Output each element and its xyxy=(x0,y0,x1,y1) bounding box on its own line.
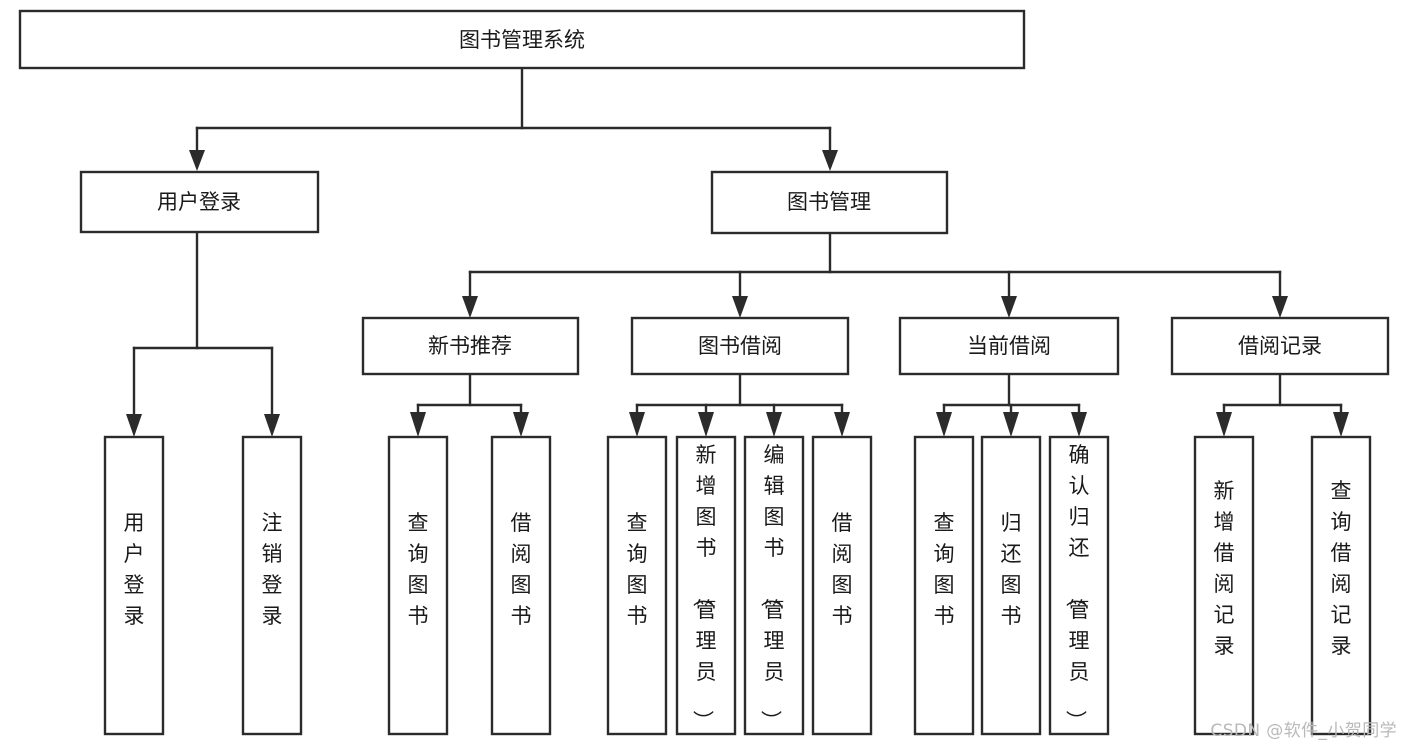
leaf-record-add-label: 新增借阅记录 xyxy=(1214,479,1235,658)
arrow-bookmgmt-to-current xyxy=(1001,296,1017,318)
arrow-newbook-leaf-2 xyxy=(513,412,529,437)
arrow-bookmgmt-to-new-book xyxy=(462,296,478,318)
leaf-logout-label: 注销登录 xyxy=(262,511,283,628)
arrow-newbook-leaf-1 xyxy=(410,412,426,437)
leaf-current-return-label: 归还图书 xyxy=(1001,511,1022,628)
leaf-node[interactable]: 注销登录 xyxy=(241,435,303,736)
arrow-record-leaf-1 xyxy=(1216,412,1232,437)
leaf-current-return-box[interactable] xyxy=(980,435,1042,736)
leaf-node[interactable]: 查询图书 xyxy=(913,435,975,736)
leaf-borrow-edit-label: 编辑图书（管理员） xyxy=(759,443,785,731)
node-borrow-record-box[interactable] xyxy=(1170,316,1390,376)
leaf-node[interactable]: 确认归还（管理员） xyxy=(1048,435,1110,736)
leaf-newbook-query-box[interactable] xyxy=(387,435,449,736)
leaf-newbook-query-label: 查询图书 xyxy=(408,511,429,628)
leaf-borrow-do-box[interactable] xyxy=(811,435,873,736)
node-user-login-label: 用户登录 xyxy=(157,190,241,214)
leaf-current-confirm-box[interactable] xyxy=(1048,435,1110,736)
leaf-node[interactable]: 借阅图书 xyxy=(490,435,552,736)
leaf-node[interactable]: 编辑图书（管理员） xyxy=(743,435,805,736)
node-root-box[interactable] xyxy=(18,9,1026,70)
leaf-newbook-borrow-label: 借阅图书 xyxy=(511,511,532,628)
arrow-borrow-leaf-2 xyxy=(698,412,714,437)
watermark-text: CSDN @软件_小贺同学 xyxy=(1210,721,1397,741)
leaf-node[interactable]: 归还图书 xyxy=(980,435,1042,736)
arrow-bookmgmt-to-borrow xyxy=(732,296,748,318)
node-book-borrow-box[interactable] xyxy=(630,316,850,376)
leaf-record-add-box[interactable] xyxy=(1193,435,1255,736)
arrow-root-to-user-login xyxy=(189,150,205,171)
node-book-borrow[interactable]: 图书借阅 xyxy=(630,316,850,376)
leaf-borrow-query-label: 查询图书 xyxy=(627,511,648,628)
leaf-record-query-box[interactable] xyxy=(1310,435,1372,736)
node-borrow-record-label: 借阅记录 xyxy=(1238,334,1322,358)
node-current-borrow[interactable]: 当前借阅 xyxy=(898,316,1120,376)
leaf-user-login-box[interactable] xyxy=(103,435,165,736)
node-book-management[interactable]: 图书管理 xyxy=(710,170,949,235)
node-user-login-box[interactable] xyxy=(79,170,320,234)
leaf-node[interactable]: 新增借阅记录 xyxy=(1193,435,1255,736)
arrow-borrow-leaf-3 xyxy=(766,412,782,437)
arrow-borrow-leaf-1 xyxy=(629,412,645,437)
node-current-borrow-box[interactable] xyxy=(898,316,1120,376)
arrow-current-leaf-2 xyxy=(1003,412,1019,437)
arrow-root-to-book-mgmt xyxy=(822,150,838,171)
node-new-book-recommend-box[interactable] xyxy=(361,316,580,376)
leaf-newbook-borrow-box[interactable] xyxy=(490,435,552,736)
arrow-record-leaf-2 xyxy=(1333,412,1349,437)
leaf-borrow-add-label: 新增图书（管理员） xyxy=(691,443,717,731)
leaf-node[interactable]: 用户登录 xyxy=(103,435,165,736)
node-user-login[interactable]: 用户登录 xyxy=(79,170,320,234)
leaf-node[interactable]: 查询图书 xyxy=(606,435,668,736)
leaf-current-query-box[interactable] xyxy=(913,435,975,736)
leaf-current-query-label: 查询图书 xyxy=(934,511,955,628)
arrow-current-leaf-3 xyxy=(1071,412,1087,437)
node-book-borrow-label: 图书借阅 xyxy=(698,334,782,358)
leaf-borrow-query-box[interactable] xyxy=(606,435,668,736)
leaf-user-login-label: 用户登录 xyxy=(124,511,145,628)
leaf-node[interactable]: 新增图书（管理员） xyxy=(675,435,737,736)
arrow-userlogin-leaf-1 xyxy=(126,414,142,437)
leaf-borrow-add-box[interactable] xyxy=(675,435,737,736)
arrow-bookmgmt-to-record xyxy=(1272,296,1288,318)
connector-layer xyxy=(126,66,1349,437)
leaf-borrow-edit-box[interactable] xyxy=(743,435,805,736)
leaf-node[interactable]: 查询图书 xyxy=(387,435,449,736)
node-book-management-label: 图书管理 xyxy=(787,190,871,214)
arrow-userlogin-leaf-2 xyxy=(264,414,280,437)
node-borrow-record[interactable]: 借阅记录 xyxy=(1170,316,1390,376)
leaf-record-query-label: 查询借阅记录 xyxy=(1331,479,1352,658)
arrow-current-leaf-1 xyxy=(936,412,952,437)
leaf-logout-box[interactable] xyxy=(241,435,303,736)
arrow-borrow-leaf-4 xyxy=(834,412,850,437)
node-root[interactable]: 图书管理系统 xyxy=(18,9,1026,70)
leaf-borrow-do-label: 借阅图书 xyxy=(832,511,853,628)
node-root-label: 图书管理系统 xyxy=(459,28,585,52)
node-new-book-recommend[interactable]: 新书推荐 xyxy=(361,316,580,376)
node-new-book-recommend-label: 新书推荐 xyxy=(428,334,512,358)
node-current-borrow-label: 当前借阅 xyxy=(967,334,1051,358)
leaf-node[interactable]: 查询借阅记录 xyxy=(1310,435,1372,736)
node-book-management-box[interactable] xyxy=(710,170,949,235)
leaf-current-confirm-label: 确认归还（管理员） xyxy=(1064,443,1090,731)
leaf-node[interactable]: 借阅图书 xyxy=(811,435,873,736)
